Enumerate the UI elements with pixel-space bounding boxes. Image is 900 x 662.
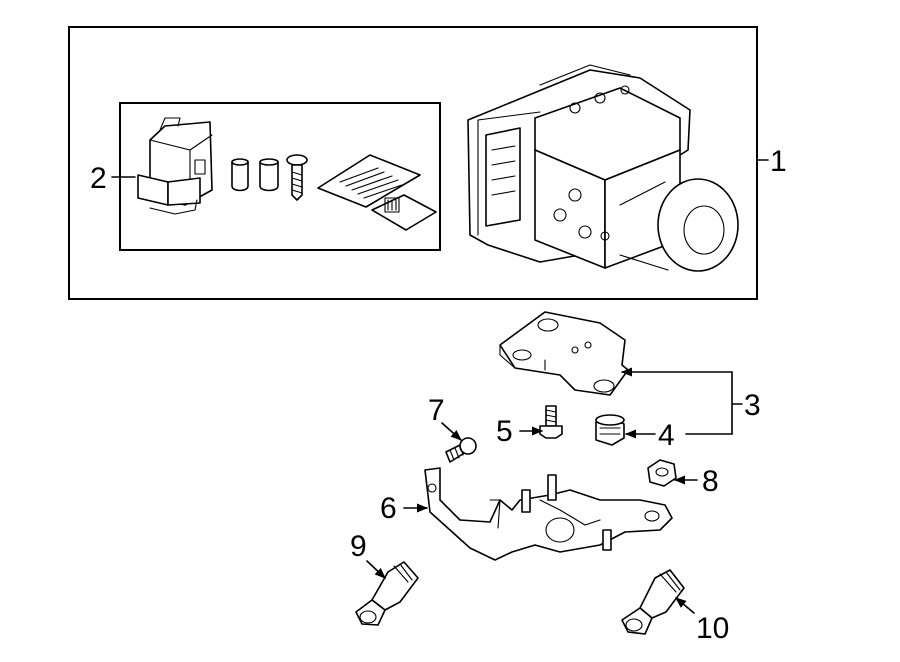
sleeve-part-a[interactable] xyxy=(231,158,249,192)
callout-8: 8 xyxy=(702,465,719,498)
leader-7-arrow xyxy=(441,422,462,441)
callout-1: 1 xyxy=(770,145,787,178)
leader-10-arrow xyxy=(675,597,695,614)
grommet-part[interactable] xyxy=(595,414,625,446)
lower-bracket-part[interactable] xyxy=(424,467,673,561)
kit-screw[interactable] xyxy=(286,154,308,201)
callout-4: 4 xyxy=(658,419,675,452)
callout-6: 6 xyxy=(380,492,397,525)
callout-7: 7 xyxy=(428,394,445,427)
instruction-sheet[interactable] xyxy=(317,154,421,208)
speed-sensor-part-left[interactable] xyxy=(355,561,419,626)
leader-3 xyxy=(731,371,743,435)
control-module-part[interactable] xyxy=(137,117,213,215)
speed-sensor-part-right[interactable] xyxy=(621,569,685,635)
callout-9: 9 xyxy=(350,530,367,563)
mounting-bracket-part[interactable] xyxy=(499,311,629,396)
abs-assembly-frame xyxy=(68,26,758,300)
callout-10: 10 xyxy=(696,612,729,645)
abs-modulator-part[interactable] xyxy=(467,64,739,272)
callout-5: 5 xyxy=(496,415,513,448)
leader-9-arrow xyxy=(366,560,386,579)
callout-3: 3 xyxy=(744,389,761,422)
callout-2: 2 xyxy=(90,162,107,195)
screw-part[interactable] xyxy=(445,437,477,463)
nut-part[interactable] xyxy=(647,459,677,487)
grease-packet[interactable] xyxy=(371,194,437,231)
sleeve-part-b[interactable] xyxy=(259,158,279,192)
bolt-part[interactable] xyxy=(539,405,563,439)
